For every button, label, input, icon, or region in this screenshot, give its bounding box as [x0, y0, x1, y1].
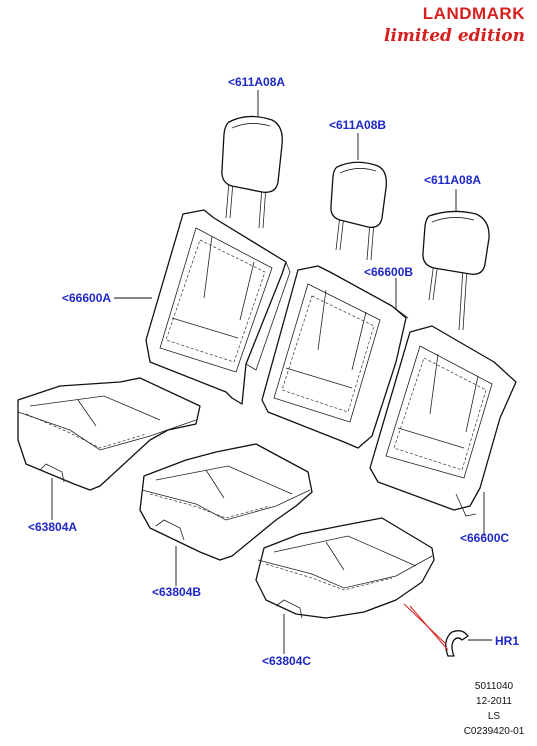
callout-headrest-left: <611A08A	[228, 75, 286, 89]
callout-cushion-center: <63804B	[152, 585, 202, 599]
drawing-date: 12-2011	[476, 696, 512, 707]
seat-cushion-left	[17, 377, 201, 491]
leader-lines	[51, 90, 492, 654]
drawing-info: 5011040 12-2011 LS C0239420-01	[459, 679, 529, 739]
drawing-number: 5011040	[474, 681, 514, 692]
callout-back-left: <66600A	[62, 291, 112, 305]
brand-name: LANDMARK	[422, 4, 525, 23]
seat-back-left	[145, 209, 291, 405]
headrest-center	[330, 161, 387, 261]
headrest-left	[221, 115, 283, 229]
callout-back-right: <66600C	[460, 531, 510, 545]
brand-edition: limited edition	[383, 26, 525, 46]
seat-back-center	[261, 265, 409, 449]
callout-cushion-left: <63804A	[28, 520, 78, 534]
seat-cushion-right	[255, 517, 435, 619]
callout-cushion-right: <63804C	[262, 654, 312, 668]
seat-back-right	[369, 325, 517, 517]
callout-headrest-right: <611A08A	[424, 173, 482, 187]
drawing-id: C0239420-01	[463, 726, 525, 737]
brand-logo: LANDMARK limited edition	[384, 4, 525, 46]
callout-hook: HR1	[495, 634, 520, 648]
drawing-model: LS	[487, 711, 501, 722]
hook-part	[445, 630, 469, 657]
callout-headrest-center: <611A08B	[329, 118, 387, 132]
headrest-right	[422, 210, 490, 331]
seat-cushion-center	[139, 443, 313, 561]
callout-back-center: <66600B	[364, 265, 414, 279]
